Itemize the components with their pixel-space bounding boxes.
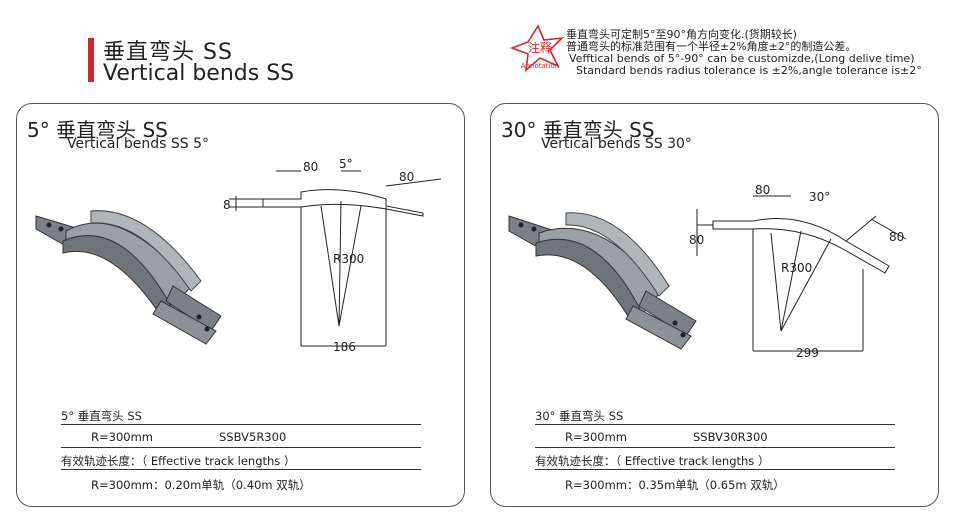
spec-30-track-label: 有效轨迹长度：（ Effective track lengths ）	[535, 454, 770, 468]
dim-30-right: 80	[889, 230, 904, 244]
dim-5-height: 8	[223, 198, 231, 212]
bend-5-technical-drawing	[229, 170, 442, 347]
panel-30-subheading: Vertical bends SS 30°	[541, 136, 692, 152]
bend-30-technical-drawing	[696, 195, 907, 352]
bend-30-drawing: 80 30° 80 80 R300 299	[508, 183, 907, 360]
dim-30-radius: R300	[781, 261, 812, 275]
spec-30-title: 30° 垂直弯头 SS	[535, 409, 624, 423]
dim-5-right: 80	[399, 170, 414, 184]
annotation-line-3: Vefftical bends of 5°-90° can be customi…	[569, 52, 915, 65]
annotation-text: 垂直弯头可定制5°至90°角方向变化.(货期较长) 普通弯头的标准范围有一个半径…	[566, 29, 922, 77]
annotation-badge-cn: 注释	[528, 40, 552, 55]
panel-5-subheading: Vertical bends SS 5°	[67, 136, 209, 152]
dim-5-left: 80	[303, 160, 318, 174]
annotation-badge-icon: 注释 Annotation	[509, 24, 565, 72]
page-title-en: Vertical bends SS	[103, 61, 295, 86]
dim-5-width: 186	[333, 340, 356, 354]
dim-30-angle: 30°	[809, 190, 830, 204]
annotation-line-4: Standard bends radius tolerance is ±2%,a…	[576, 64, 922, 77]
spec-5-title: 5° 垂直弯头 SS	[61, 409, 142, 423]
spec-5-rule-1	[61, 424, 421, 425]
dim-5-angle: 5°	[339, 157, 353, 171]
spec-30-track-value: R=300mm：0.35m单轨（0.65m 双轨）	[565, 478, 785, 492]
dim-30-left: 80	[755, 183, 770, 197]
panel-30-degree: 80 30° 80 80 R300 299 30° 垂直弯头 SS Vertic…	[490, 103, 939, 507]
panel-30-heading: 30° 垂直弯头 SS	[501, 118, 655, 142]
spec-5-code: SSBV5R300	[219, 430, 287, 444]
bend-5-drawing: 80 5° 80 8 R300 186	[35, 157, 442, 354]
annotation-line-2: 普通弯头的标准范围有一个半径±2%角度±2°的制造公差。	[566, 40, 857, 53]
page-title-cn: 垂直弯头 SS	[103, 40, 233, 65]
spec-5-rule-3	[61, 469, 421, 470]
spec-5-track-value: R=300mm：0.20m单轨（0.40m 双轨）	[91, 478, 311, 492]
spec-5-rule-2	[61, 447, 421, 448]
title-accent-bar	[88, 38, 94, 82]
spec-5-track-label: 有效轨迹长度：（ Effective track lengths ）	[61, 454, 296, 468]
dim-30-width: 299	[796, 346, 819, 360]
dim-5-radius: R300	[333, 252, 364, 266]
panel-5-degree: 80 5° 80 8 R300 186 5° 垂直弯头 SS Vertical …	[16, 103, 465, 507]
spec-30-rule-3	[535, 469, 895, 470]
spec-30-code: SSBV30R300	[693, 430, 768, 444]
dim-30-height: 80	[689, 233, 704, 247]
spec-30-rule-2	[535, 447, 895, 448]
bend-30-product-render	[508, 212, 697, 350]
spec-30-rule-1	[535, 424, 895, 425]
annotation-badge-en: Annotation	[521, 62, 559, 70]
panel-5-heading: 5° 垂直弯头 SS	[27, 118, 168, 142]
bend-5-product-render	[35, 210, 222, 345]
annotation-line-1: 垂直弯头可定制5°至90°角方向变化.(货期较长)	[566, 28, 798, 41]
spec-30-radius: R=300mm	[565, 430, 627, 444]
spec-5-radius: R=300mm	[91, 430, 153, 444]
